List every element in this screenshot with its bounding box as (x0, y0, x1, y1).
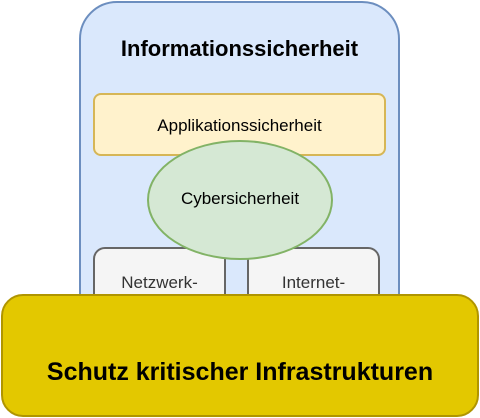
informationssicherheit-title: Informationssicherheit (120, 36, 359, 61)
applikationssicherheit-label: Applikationssicherheit (157, 116, 322, 135)
internetsicherheit-line1: Internet- (281, 273, 346, 292)
cybersicherheit-ellipse (147, 140, 333, 260)
netzwerksicherheit-line1: Netzwerk- (121, 273, 198, 292)
cybersicherheit-label: Cybersicherheit (180, 189, 300, 208)
kritis-box (1, 294, 479, 417)
kritis-label: Schutz kritischer Infrastrukturen (46, 358, 434, 386)
